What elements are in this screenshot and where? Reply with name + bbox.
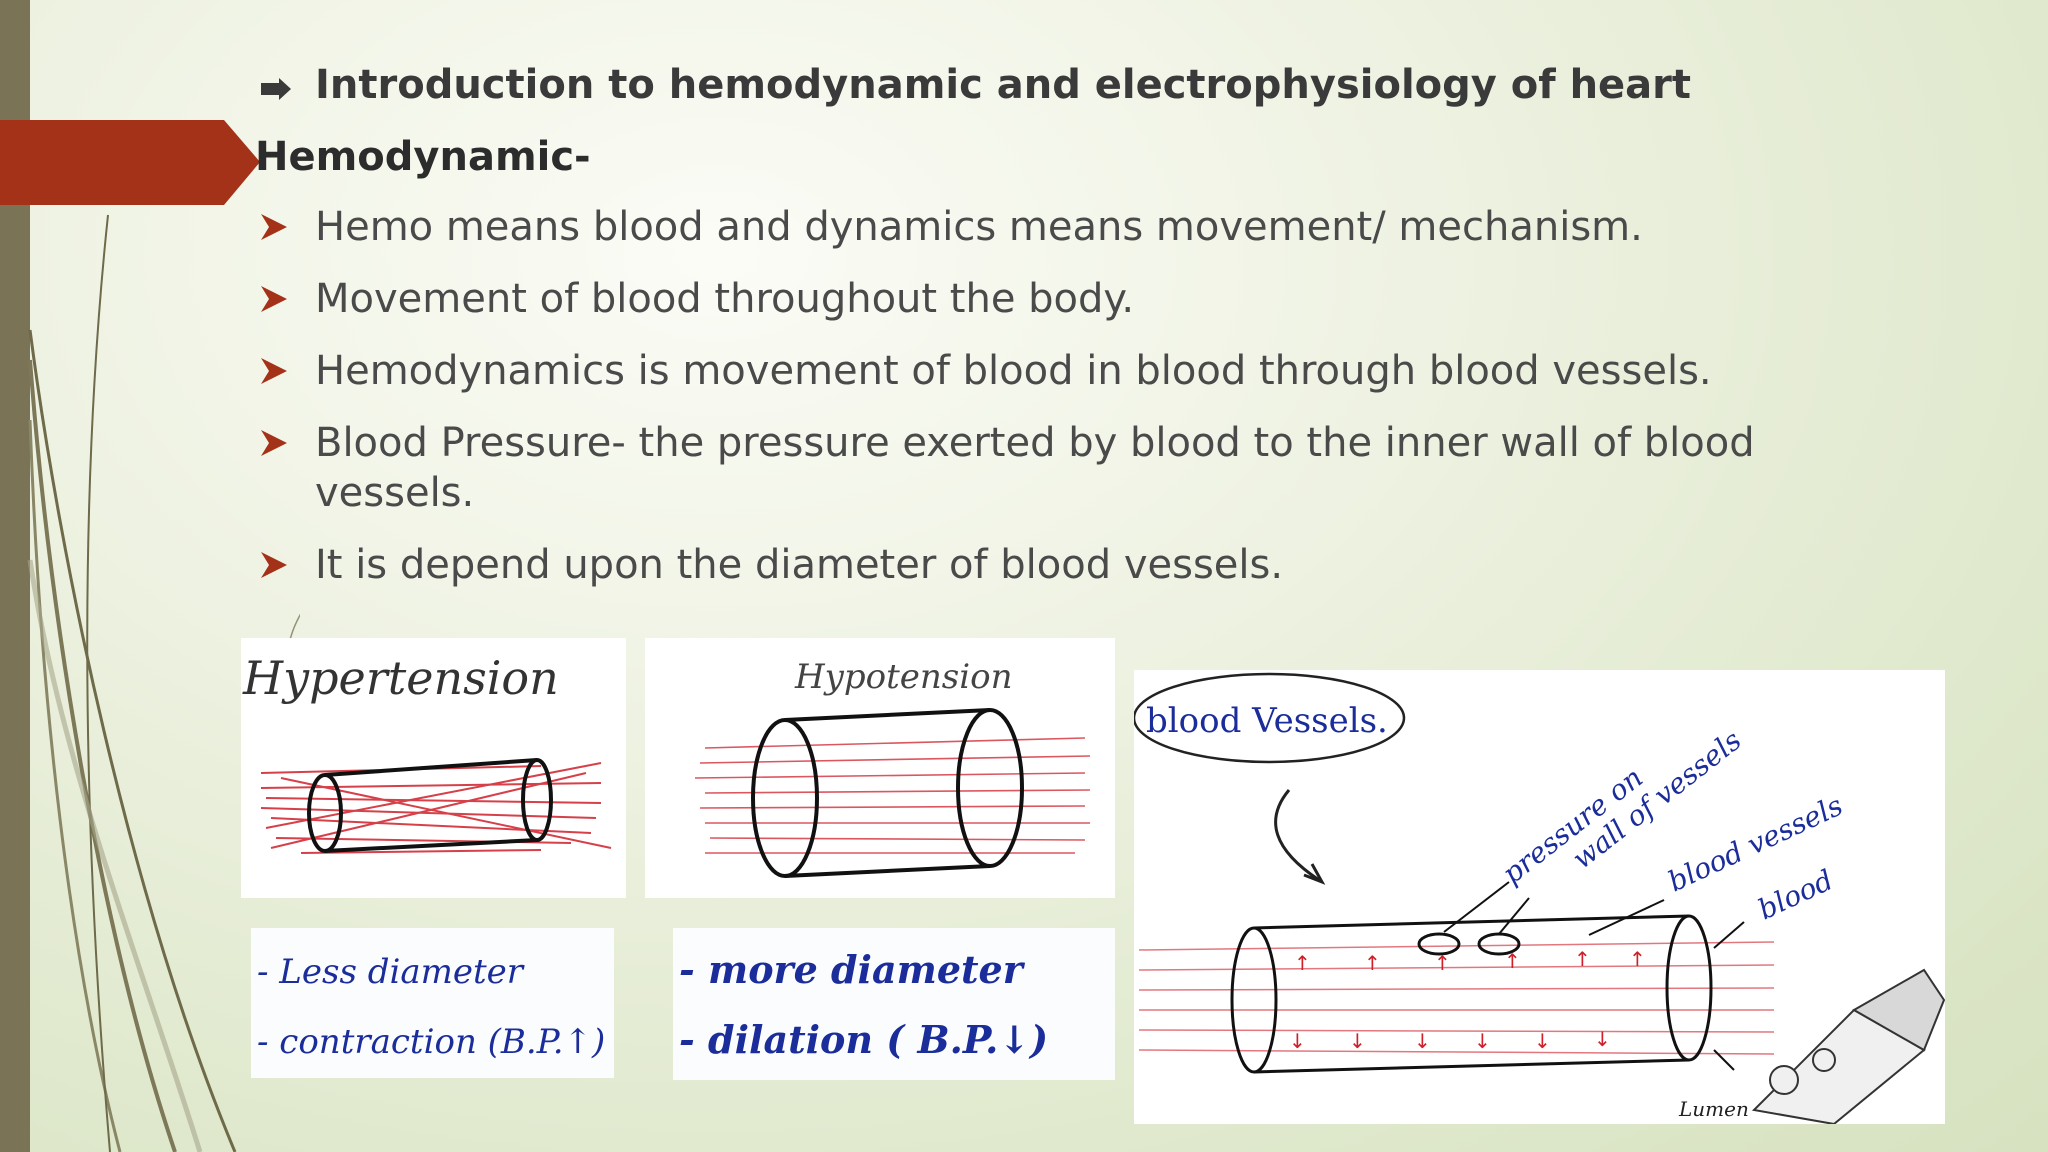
arrow-right-icon (261, 78, 291, 100)
chevron-arrowhead-icon (261, 430, 287, 456)
hypertension-title: Hypertension (242, 651, 559, 705)
label-lumen: Lumen (1678, 1097, 1749, 1121)
bullet-text: Movement of blood throughout the body. (315, 276, 1135, 322)
bullet-text: It is depend upon the diameter of blood … (315, 542, 1284, 588)
red-title-tab (0, 120, 260, 205)
hypotension-notes-drawing: - more diameter - dilation ( B.P.↓) (679, 947, 1048, 1062)
list-item: It is depend upon the diameter of blood … (255, 540, 1875, 590)
list-item: Hemo means blood and dynamics means move… (255, 202, 1875, 252)
svg-text:↑: ↑ (1364, 951, 1381, 975)
list-item: Hemodynamics is movement of blood in blo… (255, 346, 1875, 396)
chevron-arrowhead-icon (261, 552, 287, 578)
svg-text:↑: ↑ (1294, 951, 1311, 975)
hypotension-sketch: Hypotension (645, 638, 1115, 898)
hypertension-note-1: - Less diameter (257, 952, 525, 992)
heading-text: Introduction to hemodynamic and electrop… (315, 62, 1692, 108)
section-title: Hemodynamic- (255, 134, 591, 180)
hypotension-note-1: - more diameter (679, 947, 1026, 992)
hypotension-title: Hypotension (794, 657, 1012, 697)
hypertension-drawing: Hypertension (242, 651, 612, 854)
svg-text:↓: ↓ (1349, 1029, 1366, 1053)
blood-vessel-drawing: blood Vessels. ↑ ↑ ↑ ↑ ↑ ↑ ↓ ↓ ↓ ↓ ↓ ↓ (1134, 672, 1945, 1124)
decorative-curves (27, 214, 300, 1152)
svg-text:↑: ↑ (1434, 951, 1451, 975)
blood-vessel-diagram: blood Vessels. ↑ ↑ ↑ ↑ ↑ ↑ ↓ ↓ ↓ ↓ ↓ ↓ (1134, 670, 1945, 1124)
hypertension-sketch: Hypertension (241, 638, 626, 898)
chevron-arrowhead-icon (261, 358, 287, 384)
chevron-arrowhead-icon (261, 286, 287, 312)
svg-text:↓: ↓ (1594, 1027, 1611, 1051)
bullet-text: Blood Pressure- the pressure exerted by … (315, 420, 1755, 516)
svg-text:↓: ↓ (1289, 1029, 1306, 1053)
bullet-list: Hemo means blood and dynamics means move… (255, 202, 1875, 612)
chevron-arrowhead-icon (261, 214, 287, 240)
svg-text:↑: ↑ (1504, 949, 1521, 973)
vessel-bubble-text: blood Vessels. (1146, 701, 1388, 741)
hypotension-note-2: - dilation ( B.P.↓) (679, 1017, 1048, 1062)
bullet-text: Hemo means blood and dynamics means move… (315, 204, 1643, 250)
list-item: Blood Pressure- the pressure exerted by … (255, 418, 1875, 518)
svg-text:↑: ↑ (1629, 947, 1646, 971)
hypertension-notes: - Less diameter - contraction (B.P.↑) (251, 928, 614, 1078)
hypotension-drawing: Hypotension (694, 657, 1091, 878)
list-item: Movement of blood throughout the body. (255, 274, 1875, 324)
hypotension-notes: - more diameter - dilation ( B.P.↓) (673, 928, 1115, 1080)
hypertension-note-2: - contraction (B.P.↑) (257, 1022, 605, 1062)
svg-text:↓: ↓ (1474, 1029, 1491, 1053)
svg-text:↑: ↑ (1574, 947, 1591, 971)
svg-text:↓: ↓ (1534, 1029, 1551, 1053)
svg-text:↓: ↓ (1414, 1029, 1431, 1053)
hypertension-notes-drawing: - Less diameter - contraction (B.P.↑) (257, 952, 605, 1062)
label-blood: blood (1753, 863, 1838, 926)
bullet-text: Hemodynamics is movement of blood in blo… (315, 348, 1712, 394)
